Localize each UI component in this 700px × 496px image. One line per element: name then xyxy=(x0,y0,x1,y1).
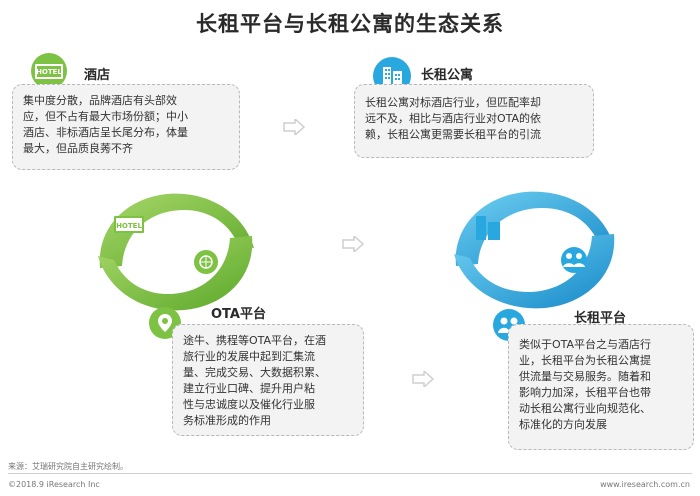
ota-label: OTA平台 xyxy=(211,307,266,322)
people-icon xyxy=(561,247,587,273)
hotel-description-box: 集中度分散，品牌酒店有头部效 应，但不占有最大市场份额；中小 酒店、非标酒店呈长… xyxy=(12,84,240,170)
ota-line-5: 性与忠诚度以及催化行业服 xyxy=(183,398,315,411)
platform-line-5: 动长租公寓行业向规范化、 xyxy=(519,402,651,415)
ota-line-2: 旅行业的发展中起到汇集流 xyxy=(183,350,315,363)
ota-line-1: 途牛、携程等OTA平台，在酒 xyxy=(183,334,327,347)
platform-line-4: 影响力加深，长租平台也带 xyxy=(519,386,651,399)
hotel-sign-icon: HOTEL xyxy=(31,53,67,89)
ota-description-box: 途牛、携程等OTA平台，在酒 旅行业的发展中起到汇集流 量、完成交易、大数据积累… xyxy=(172,324,364,436)
platform-line-1: 类似于OTA平台之与酒店行 xyxy=(519,338,652,351)
blue-cycle-graphic xyxy=(454,191,615,309)
source-note: 来源：艾瑞研究院自主研究绘制。 xyxy=(8,462,128,471)
hotel-line-1: 集中度分散，品牌酒店有头部效 xyxy=(23,94,177,107)
ota-line-4: 建立行业口碑、提升用户粘 xyxy=(183,382,315,395)
top-arrow-icon xyxy=(283,119,305,135)
apartment-line-3: 赖，长租公寓更需要长租平台的引流 xyxy=(365,128,541,141)
ota-line-3: 量、完成交易、大数据积累、 xyxy=(183,366,326,379)
hotel-sign-center-icon: HOTEL xyxy=(114,216,144,233)
page-title: 长租平台与长租公寓的生态关系 xyxy=(196,12,504,36)
website: www.iresearch.com.cn xyxy=(600,480,690,489)
platform-line-3: 供流量与交易服务。随着和 xyxy=(519,370,651,383)
copyright: ©2018.9 iResearch Inc xyxy=(8,480,100,489)
apartment-line-1: 长租公寓对标酒店行业，但匹配率却 xyxy=(365,96,541,109)
hotel-sign-text: HOTEL xyxy=(36,68,62,76)
apartment-description-box: 长租公寓对标酒店行业，但匹配率却 远不及，相比与酒店行业对OTA的依 赖，长租公… xyxy=(354,84,594,158)
hotel-line-3: 酒店、非标酒店呈长尾分布，体量 xyxy=(23,126,188,139)
map-pin-globe-icon xyxy=(194,250,218,274)
hotel-label: 酒店 xyxy=(84,68,111,83)
footer-divider xyxy=(8,473,692,474)
hotel-center-sign-text: HOTEL xyxy=(116,222,142,230)
hotel-line-4: 最大，但品质良莠不齐 xyxy=(23,142,133,155)
apartment-line-2: 远不及，相比与酒店行业对OTA的依 xyxy=(365,112,542,125)
hotel-line-2: 应，但不占有最大市场份额；中小 xyxy=(23,110,188,123)
platform-line-6: 标准化的方向发展 xyxy=(519,418,607,431)
middle-arrow-icon xyxy=(342,236,364,252)
buildings-center-icon xyxy=(476,216,500,240)
platform-line-2: 业，长租平台为长租公寓提 xyxy=(519,354,651,367)
green-cycle-graphic: HOTEL xyxy=(98,193,255,311)
platform-description-box: 类似于OTA平台之与酒店行 业，长租平台为长租公寓提 供流量与交易服务。随着和 … xyxy=(508,324,694,450)
ota-line-6: 务标准形成的作用 xyxy=(183,414,271,427)
platform-label: 长租平台 xyxy=(574,311,627,326)
bottom-arrow-icon xyxy=(412,371,434,387)
apartment-label: 长租公寓 xyxy=(421,68,474,83)
